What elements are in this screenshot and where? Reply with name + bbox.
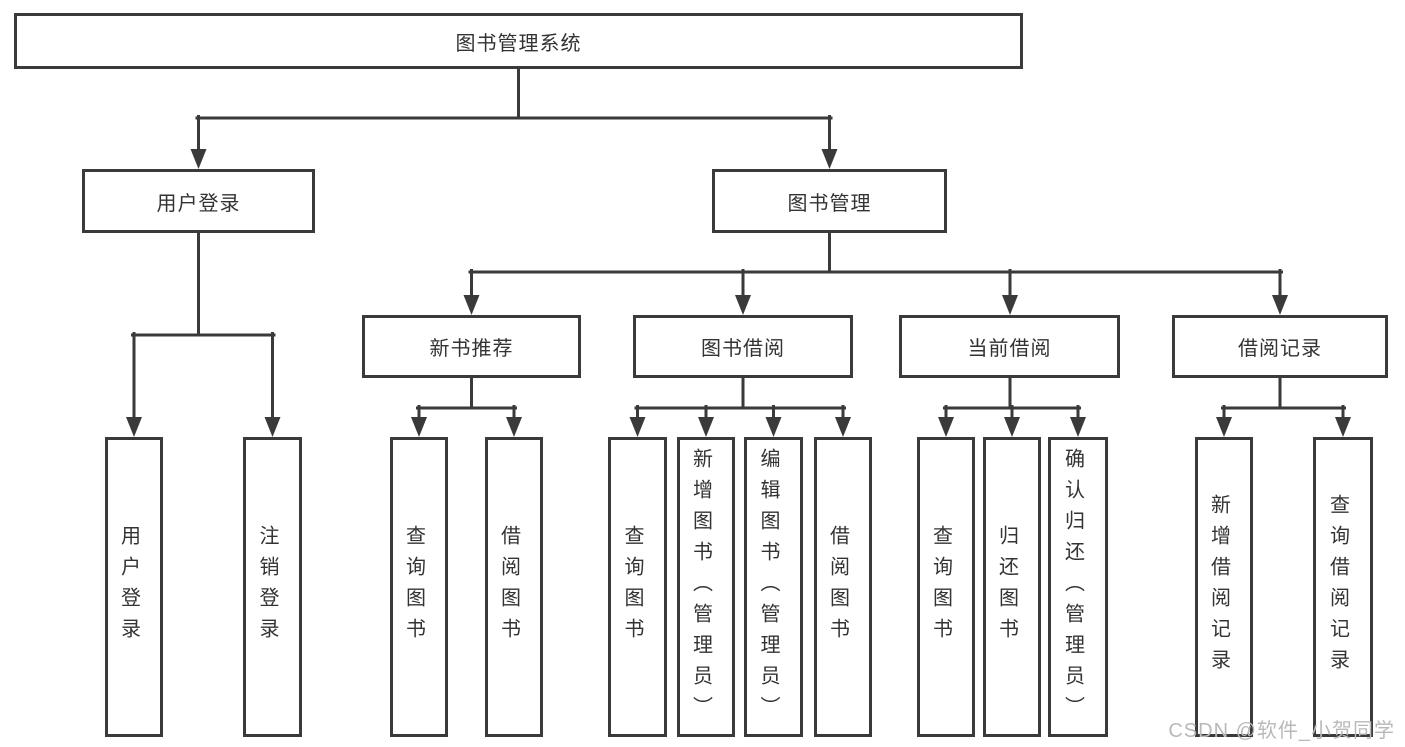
leaf-user-login-label: 用户登录 — [117, 525, 140, 649]
leaf-confirm-return-admin-label: 确认归还（管理员） — [1061, 447, 1084, 727]
arrowhead-icon — [411, 417, 427, 437]
node-borrow-record: 借阅记录 — [1172, 315, 1388, 378]
arrowhead-icon — [190, 149, 207, 169]
arrowhead-icon — [506, 417, 522, 437]
node-book-borrow-label: 图书借阅 — [701, 338, 785, 360]
arrowhead-icon — [1002, 295, 1018, 315]
arrowhead-icon — [821, 149, 838, 169]
node-book-borrow: 图书借阅 — [633, 315, 853, 378]
leaf-borrow-query-book-label: 查询图书 — [621, 525, 643, 649]
leaf-borrow-borrow-book: 借阅图书 — [814, 437, 872, 737]
leaf-return-book: 归还图书 — [983, 437, 1041, 737]
leaf-newbook-query-book-label: 查询图书 — [402, 525, 425, 649]
leaf-add-book-admin: 新增图书（管理员） — [677, 437, 735, 737]
arrowhead-icon — [1335, 417, 1351, 437]
arrowhead-icon — [938, 417, 954, 437]
node-borrow-record-label: 借阅记录 — [1238, 338, 1322, 360]
node-new-book-recommend-label: 新书推荐 — [429, 338, 514, 360]
node-user-login-label: 用户登录 — [156, 192, 241, 215]
arrowhead-icon — [264, 417, 281, 437]
connector-path — [131, 67, 1346, 421]
leaf-add-borrow-record-label: 新增借阅记录 — [1207, 494, 1230, 680]
arrowhead-icon — [1216, 417, 1232, 437]
leaf-query-borrow-record: 查询借阅记录 — [1313, 437, 1373, 737]
node-new-book-recommend: 新书推荐 — [362, 315, 581, 378]
arrowhead-icon — [126, 417, 142, 437]
leaf-add-book-admin-label: 新增图书（管理员） — [689, 447, 712, 727]
arrowheads-group — [126, 149, 1351, 437]
leaf-edit-book-admin: 编辑图书（管理员） — [744, 437, 803, 737]
arrowhead-icon — [698, 417, 714, 437]
leaf-newbook-borrow-book-label: 借阅图书 — [497, 525, 520, 649]
node-root-label: 图书管理系统 — [455, 32, 582, 55]
leaf-add-borrow-record: 新增借阅记录 — [1195, 437, 1253, 737]
csdn-watermark: CSDN @软件_小贺同学 — [1168, 720, 1395, 742]
arrowhead-icon — [1004, 417, 1020, 437]
leaf-current-query-book: 查询图书 — [917, 437, 975, 737]
arrowhead-icon — [463, 295, 480, 315]
leaf-current-query-book-label: 查询图书 — [929, 525, 952, 649]
arrowhead-icon — [1070, 417, 1086, 437]
arrowhead-icon — [629, 417, 646, 437]
leaf-borrow-query-book: 查询图书 — [608, 437, 667, 737]
leaf-borrow-borrow-book-label: 借阅图书 — [826, 525, 849, 649]
node-book-management-label: 图书管理 — [787, 192, 872, 215]
node-user-login: 用户登录 — [82, 169, 315, 233]
arrowhead-icon — [835, 417, 851, 437]
leaf-newbook-borrow-book: 借阅图书 — [485, 437, 543, 737]
leaf-edit-book-admin-label: 编辑图书（管理员） — [757, 447, 779, 727]
leaf-return-book-label: 归还图书 — [995, 525, 1018, 649]
arrowhead-icon — [735, 295, 751, 315]
node-current-borrow: 当前借阅 — [899, 315, 1120, 378]
leaf-confirm-return-admin: 确认归还（管理员） — [1048, 437, 1108, 737]
arrowhead-icon — [765, 417, 782, 437]
arrowhead-icon — [1272, 295, 1288, 315]
node-root: 图书管理系统 — [14, 13, 1023, 69]
node-book-management: 图书管理 — [712, 169, 947, 233]
leaf-newbook-query-book: 查询图书 — [390, 437, 448, 737]
leaf-user-login: 用户登录 — [105, 437, 163, 737]
leaf-logout: 注销登录 — [243, 437, 302, 737]
node-current-borrow-label: 当前借阅 — [967, 338, 1052, 360]
leaf-query-borrow-record-label: 查询借阅记录 — [1326, 494, 1349, 680]
leaf-logout-label: 注销登录 — [256, 525, 278, 649]
